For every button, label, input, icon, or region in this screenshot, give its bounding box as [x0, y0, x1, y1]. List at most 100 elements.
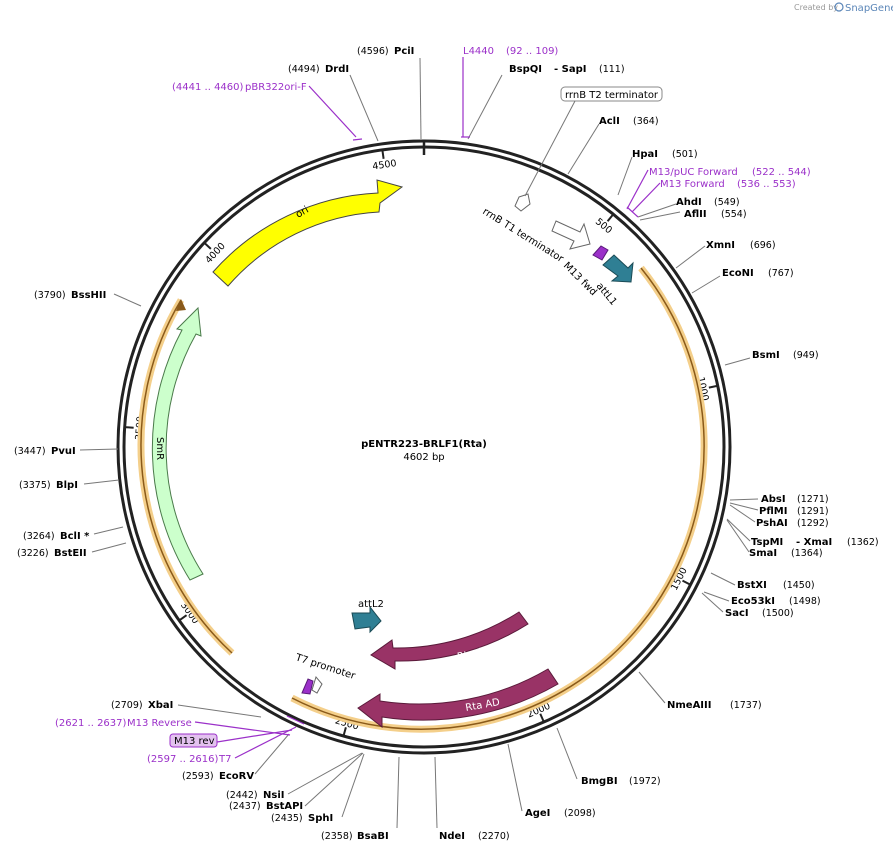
enzyme-acli[interactable]: AclI [599, 116, 620, 127]
enzyme-tspmi[interactable]: TspMI [751, 537, 783, 548]
backbone-outer-circle [116, 139, 732, 755]
enzyme-pos-sphi: (2435) [271, 813, 303, 824]
enzyme-pos-pvui: (3447) [14, 446, 46, 457]
enzyme-pos-smai: (1364) [791, 548, 823, 559]
m13-fwd-feature[interactable] [592, 245, 609, 261]
leader-lines [79, 57, 759, 829]
scale-tick-3500 [124, 426, 134, 429]
enzyme-eco53ki[interactable]: Eco53kI [731, 596, 775, 607]
enzyme-pos-absi: (1271) [797, 494, 829, 505]
enzyme-ecorv[interactable]: EcoRV [219, 771, 254, 782]
scale-tick-4000 [203, 242, 212, 250]
smr-label: SmR [154, 437, 165, 460]
rrnb-t1-arrow[interactable] [551, 220, 591, 250]
plasmid-size: 4602 bp [403, 452, 444, 463]
scale-tick-1000 [708, 384, 718, 389]
enzyme-sphi[interactable]: SphI [308, 813, 333, 824]
enzyme-bstxi[interactable]: BstXI [737, 580, 767, 591]
plasmid-name: pENTR223-BRLF1(Rta) [361, 439, 487, 450]
enzyme-bmgbi[interactable]: BmgBI [581, 776, 618, 787]
enzyme-absi[interactable]: AbsI [761, 494, 786, 505]
enzyme-bsteii[interactable]: BstEII [54, 548, 87, 559]
enzyme-pos-econi: (767) [768, 268, 794, 279]
rrnb-t2-arrow[interactable] [514, 193, 531, 212]
enzyme-xbai[interactable]: XbaI [148, 700, 173, 711]
enzyme-nsii[interactable]: NsiI [263, 790, 284, 801]
enzyme-ndei[interactable]: NdeI [439, 831, 465, 842]
scale-tick-2500 [342, 727, 347, 737]
enzyme-pvui[interactable]: PvuI [51, 446, 76, 457]
enzyme-pos-drdi: (4494) [288, 64, 320, 75]
scale-tick-1500 [682, 579, 691, 586]
enzyme-pos-eco53ki: (1498) [789, 596, 821, 607]
primer-l4440[interactable]: L4440 [463, 46, 494, 57]
enzyme-blpi[interactable]: BlpI [56, 480, 78, 491]
enzyme-pos-bcli: (3264) [23, 531, 55, 542]
enzyme-pflmi[interactable]: PflMI [759, 506, 787, 517]
enzyme-pshai[interactable]: PshAI [756, 518, 788, 529]
ori-arrow[interactable] [212, 179, 404, 287]
primer-range-t7: (2597 .. 2616) [147, 754, 219, 765]
enzyme-bsabi[interactable]: BsaBI [357, 831, 389, 842]
attl1-arrow[interactable] [602, 254, 634, 283]
enzyme-pos-pflmi: (1291) [797, 506, 829, 517]
enzyme-smai[interactable]: SmaI [749, 548, 777, 559]
enzyme-pos-pshai: (1292) [797, 518, 829, 529]
scale-tick-500 [606, 213, 615, 222]
enzyme-pcii[interactable]: PciI [394, 46, 414, 57]
primer-range-pbr322ori: (4441 .. 4460) [172, 82, 244, 93]
enzyme-pos-bsmi: (949) [793, 350, 819, 361]
enzyme-bstapi[interactable]: BstAPI [266, 801, 303, 812]
enzyme-ahdi[interactable]: AhdI [676, 197, 702, 208]
enzyme-pos-bsteii: (3226) [17, 548, 49, 559]
enzyme-bsmi[interactable]: BsmI [752, 350, 780, 361]
primer-lines [194, 57, 661, 759]
t7-feature-arrow[interactable] [301, 678, 314, 695]
primer-t7[interactable]: T7 [218, 754, 231, 765]
enzyme-pos-nmeaiii: (1737) [730, 700, 762, 711]
primer-pbr322ori[interactable]: pBR322ori-F [245, 82, 307, 93]
primer-labels: L4440 (92 .. 109) (4441 .. 4460) pBR322o… [55, 46, 811, 765]
enzyme-pos-xbai: (2709) [111, 700, 143, 711]
primer-m13puc[interactable]: M13/pUC Forward [649, 167, 738, 178]
enzyme-agei[interactable]: AgeI [525, 808, 550, 819]
enzyme-pos-nsii: (2442) [226, 790, 258, 801]
scale-tick-label-4500: 4500 [372, 158, 397, 172]
enzyme-pos-xmni: (696) [750, 240, 776, 251]
primer-range-m13puc: (522 .. 544) [752, 167, 811, 178]
t7-promoter-arrow[interactable] [311, 675, 323, 694]
primer-m13fwd[interactable]: M13 Forward [660, 179, 725, 190]
enzyme-sapi[interactable]: - SapI [554, 64, 586, 75]
enzyme-bspqi[interactable]: BspQI [509, 64, 542, 75]
enzyme-aflii[interactable]: AflII [684, 209, 707, 220]
brand-text: SnapGene [845, 3, 893, 14]
rrnb-t2-box[interactable] [560, 86, 663, 102]
enzyme-xmni[interactable]: XmnI [706, 240, 735, 251]
enzyme-pos-bsshii: (3790) [34, 290, 66, 301]
primer-range-l4440: (92 .. 109) [506, 46, 558, 57]
rrnb-t2-label: rrnB T2 terminator [565, 90, 659, 101]
rta-ad-arrow-1[interactable] [370, 611, 529, 670]
enzyme-pos-bspqi: (111) [599, 64, 625, 75]
enzyme-hpai[interactable]: HpaI [632, 149, 658, 160]
enzyme-pos-acli: (364) [633, 116, 659, 127]
smr-arrow[interactable] [151, 306, 204, 581]
primer-m13reverse[interactable]: M13 Reverse [127, 718, 192, 729]
enzyme-bcli[interactable]: BclI * [60, 531, 90, 542]
enzyme-pos-bmgbi: (1972) [629, 776, 661, 787]
rrnb-t1-label: rrnB T1 terminator [480, 206, 565, 265]
scale-tick-2000 [539, 713, 545, 723]
enzyme-saci[interactable]: SacI [725, 608, 749, 619]
m13-rev-box[interactable] [169, 733, 218, 748]
enzyme-drdi[interactable]: DrdI [325, 64, 349, 75]
enzyme-pos-agei: (2098) [564, 808, 596, 819]
credit-text: Created by [794, 3, 838, 12]
rta-ad-arrow-2[interactable] [357, 668, 559, 729]
enzyme-xmai[interactable]: - XmaI [796, 537, 832, 548]
enzyme-econi[interactable]: EcoNI [722, 268, 754, 279]
attl2-arrow[interactable] [351, 605, 382, 634]
enzyme-bsshii[interactable]: BssHII [71, 290, 106, 301]
primer-range-m13rev: (2621 .. 2637) [55, 718, 127, 729]
enzyme-nmeaiii[interactable]: NmeAIII [667, 700, 711, 711]
